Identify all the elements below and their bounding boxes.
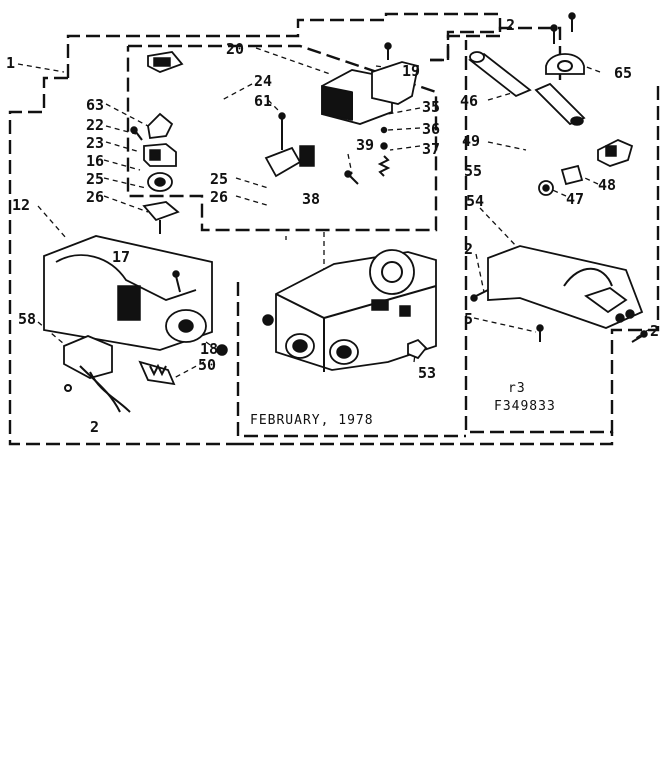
part-numbers: 1 2 20 19 24 61 63 22 23 16 25 26 35 36 … — [6, 16, 659, 436]
label-2-right: 2 — [464, 240, 473, 258]
label-17: 17 — [112, 248, 130, 266]
label-47: 47 — [566, 190, 584, 208]
label-1: 1 — [6, 54, 15, 72]
label-2-far-right: 2 — [650, 322, 659, 340]
label-39: 39 — [356, 136, 374, 154]
label-35: 35 — [422, 98, 440, 116]
label-20: 20 — [226, 40, 244, 58]
reference-mark: r3 — [508, 381, 526, 396]
label-58: 58 — [18, 310, 36, 328]
label-63: 63 — [86, 96, 104, 114]
label-16: 16 — [86, 152, 104, 170]
label-24: 24 — [254, 72, 272, 90]
label-36: 36 — [422, 120, 440, 138]
label-25-b: 25 — [210, 170, 228, 188]
label-26: 26 — [86, 188, 104, 206]
label-53: 53 — [418, 364, 436, 382]
label-18: 18 — [200, 340, 218, 358]
label-2-bottom-left: 2 — [90, 418, 99, 436]
label-65: 65 — [614, 64, 632, 82]
label-25: 25 — [86, 170, 104, 188]
label-55: 55 — [464, 162, 482, 180]
label-26-b: 26 — [210, 188, 228, 206]
label-2: 2 — [506, 16, 515, 34]
part-shapes — [43, 12, 648, 413]
label-5: 5 — [464, 310, 473, 328]
reference-code: F349833 — [494, 399, 556, 414]
label-22: 22 — [86, 116, 104, 134]
label-12: 12 — [12, 196, 30, 214]
label-23: 23 — [86, 134, 104, 152]
label-19: 19 — [402, 62, 420, 80]
label-38: 38 — [302, 190, 320, 208]
label-37: 37 — [422, 140, 440, 158]
date-caption: FEBRUARY, 1978 — [250, 413, 374, 428]
label-46: 46 — [460, 92, 478, 110]
label-54: 54 — [466, 192, 484, 210]
label-48: 48 — [598, 176, 616, 194]
label-61: 61 — [254, 92, 272, 110]
label-49: 49 — [462, 132, 480, 150]
label-50: 50 — [198, 356, 216, 374]
assembly-outlines — [8, 12, 660, 446]
captions: FEBRUARY, 1978 r3 F349833 — [250, 381, 556, 428]
